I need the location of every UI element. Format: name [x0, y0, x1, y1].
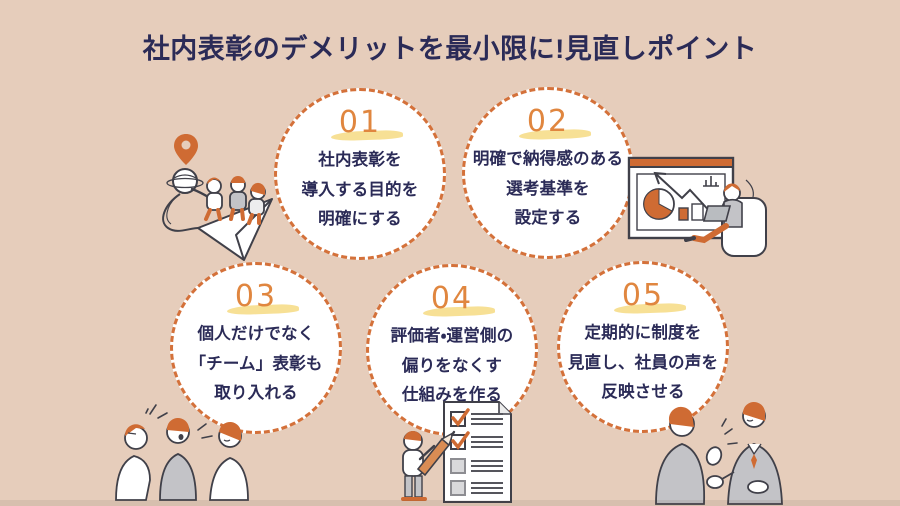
point-circle-4: 04 評価者・運営側の 偏りをなくす 仕組みを作る: [366, 264, 538, 436]
point-text-line: 明確にする: [318, 210, 402, 229]
point-text-line: 選考基準を: [506, 179, 590, 198]
point-text: 個人だけでなく 「チーム」表彰も 取り入れる: [189, 320, 322, 409]
point-number: 02: [526, 104, 570, 139]
point-text-line: 評価者・運営側の: [390, 327, 514, 345]
point-text-line: 社内表彰を: [318, 151, 402, 169]
checklist-illustration: [401, 401, 512, 503]
point-text-line: 反映させる: [601, 383, 685, 402]
point-circle-3: 03 個人だけでなく 「チーム」表彰も 取り入れる: [170, 262, 342, 434]
point-text: 明確で納得感のある 選考基準を 設定する: [473, 145, 623, 234]
point-text-line: 取り入れる: [214, 384, 298, 403]
point-text: 評価者・運営側の 偏りをなくす 仕組みを作る: [391, 322, 514, 411]
point-number: 03: [234, 279, 278, 314]
point-text-line: 設定する: [514, 209, 582, 228]
point-text-line: 定期的に制度を: [584, 324, 702, 342]
point-circle-2: 02 明確で納得感のある 選考基準を 設定する: [462, 87, 634, 259]
point-text-line: 「チーム」表彰も: [189, 354, 323, 373]
point-text-line: 偏りをなくす: [401, 356, 503, 375]
group-discussion-illustration: [115, 404, 249, 501]
page-title: 社内表彰のデメリットを最小限に!見直しポイント: [142, 34, 758, 64]
point-number: 04: [430, 281, 474, 316]
team-on-paper-plane-illustration: [162, 134, 273, 261]
point-number: 05: [621, 278, 665, 313]
point-text-line: 明確で納得感のある: [472, 150, 624, 168]
point-text-line: 個人だけでなく: [197, 325, 315, 343]
point-text-line: 導入する目的を: [301, 180, 419, 199]
two-people-talking-illustration: [655, 401, 783, 505]
bottom-edge-shade: [0, 500, 900, 506]
point-circle-5: 05 定期的に制度を 見直し、社員の声を 反映させる: [557, 261, 729, 433]
point-text: 社内表彰を 導入する目的を 明確にする: [302, 146, 419, 235]
presentation-chart-illustration: [627, 156, 767, 257]
point-text-line: 見直し、社員の声を: [567, 353, 719, 372]
point-text-line: 仕組みを作る: [401, 386, 503, 405]
point-circle-1: 01 社内表彰を 導入する目的を 明確にする: [274, 88, 446, 260]
point-number: 01: [338, 105, 382, 140]
point-text: 定期的に制度を 見直し、社員の声を 反映させる: [568, 319, 718, 408]
